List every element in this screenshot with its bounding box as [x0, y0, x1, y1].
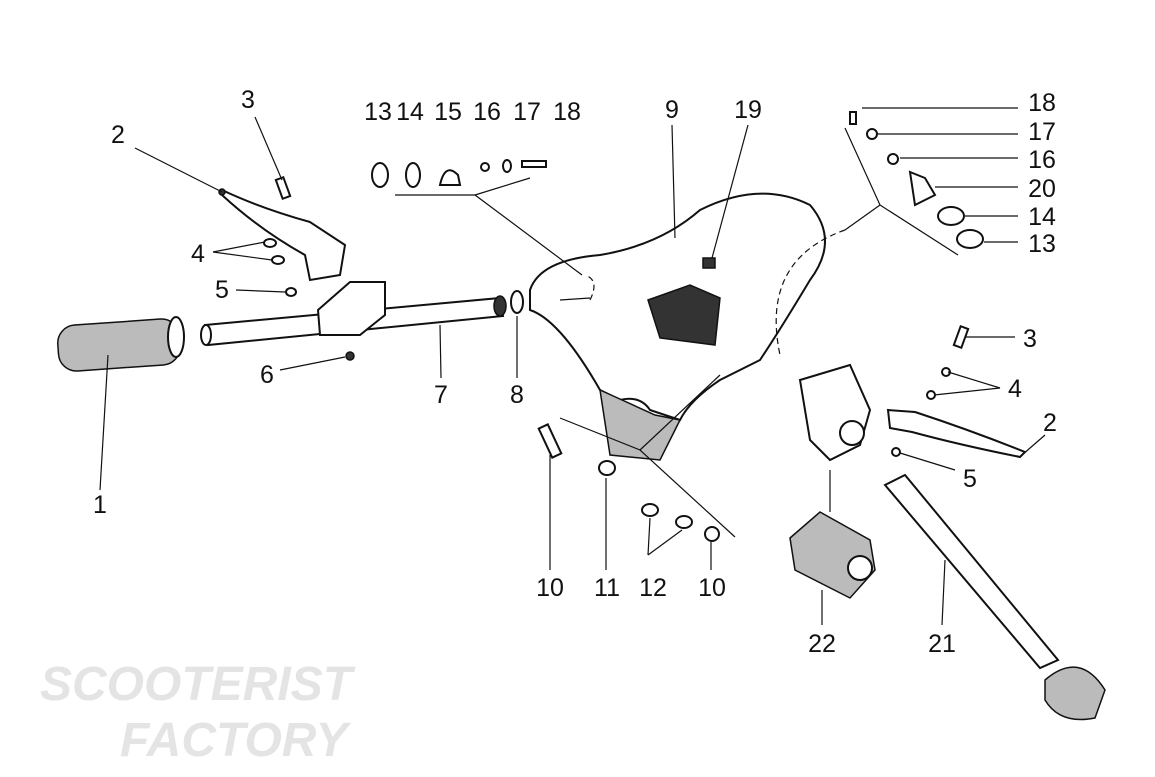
callout-label: 1 [93, 491, 107, 519]
left-grip [57, 316, 185, 372]
left-tube [200, 281, 507, 347]
callout-label: 16 [1028, 146, 1056, 174]
left-lever [218, 188, 347, 282]
watermark-line-1: SCOOTERIST [40, 658, 356, 711]
callout-label: 19 [734, 96, 762, 124]
callout-label: 3 [241, 86, 255, 114]
callout-label: 17 [1028, 118, 1056, 146]
headset-body [529, 192, 872, 462]
callout-label: 7 [434, 381, 448, 409]
callout-label: 5 [963, 465, 977, 493]
right-tube [883, 473, 1106, 721]
callout-label: 18 [1028, 89, 1056, 117]
callout-label: 3 [1023, 325, 1037, 353]
callout-label: 2 [1043, 409, 1057, 437]
watermark-logo: SCOOTERIST FACTORY [40, 658, 356, 767]
callout-label: 20 [1028, 175, 1056, 203]
callout-label: 9 [665, 96, 679, 124]
callout-label: 12 [639, 574, 667, 602]
callout-label: 17 [513, 98, 541, 126]
callout-label: 16 [473, 98, 501, 126]
watermark-line-2: FACTORY [120, 714, 352, 767]
callout-label: 5 [215, 276, 229, 304]
callout-label: 21 [928, 630, 956, 658]
callout-label: 14 [396, 98, 424, 126]
callout-label: 13 [1028, 230, 1056, 258]
left-small-parts [263, 159, 547, 361]
callout-label: 14 [1028, 203, 1056, 231]
callout-label: 10 [698, 574, 726, 602]
callout-label: 8 [510, 381, 524, 409]
callout-label: 22 [808, 630, 836, 658]
callout-label: 2 [111, 121, 125, 149]
callout-label: 15 [434, 98, 462, 126]
callout-label: 10 [536, 574, 564, 602]
callout-label: 4 [191, 240, 205, 268]
callout-label: 6 [260, 361, 274, 389]
callout-label: 4 [1008, 375, 1022, 403]
callout-label: 11 [594, 574, 620, 602]
clamp-block [789, 511, 876, 599]
callout-label: 13 [364, 98, 392, 126]
callout-label: 18 [553, 98, 581, 126]
right-small-parts [537, 111, 1027, 542]
leader-lines [99, 107, 1046, 626]
